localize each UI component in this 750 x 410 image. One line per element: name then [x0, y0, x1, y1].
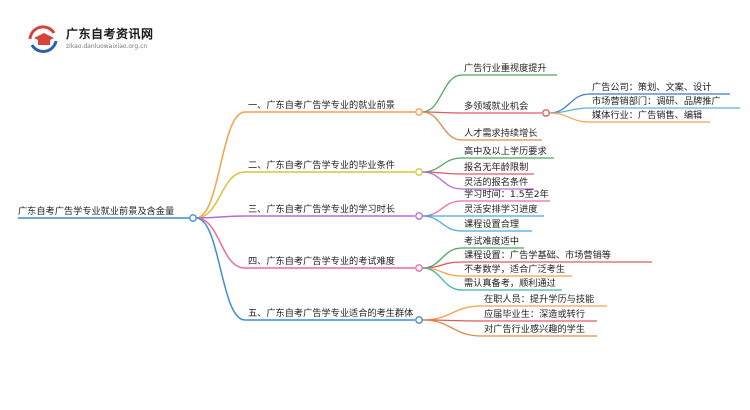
leaf-node-label[interactable]: 多领域就业机会 [464, 100, 528, 112]
leaf-edge [421, 200, 463, 217]
sub-node-label[interactable]: 媒体行业：广告销售、编辑 [592, 109, 702, 121]
branch-edge [195, 215, 246, 219]
leaf-node-label[interactable]: 对广告行业感兴趣的学生 [484, 323, 585, 335]
branch-edge [195, 217, 246, 269]
root-node-label[interactable]: 广东自考广告学专业就业前景及含金量 [18, 205, 174, 217]
branch-edge [195, 217, 246, 321]
leaf-node-label[interactable]: 应届毕业生：深造或转行 [484, 308, 585, 320]
branch-node-label[interactable]: 一、广东自考广告学专业的就业前景 [248, 99, 395, 111]
leaf-node-label[interactable]: 灵活安排学习进度 [464, 203, 538, 215]
site-name: 广东自考资讯网 [66, 27, 154, 41]
leaf-node-label[interactable]: 课程设置：广告学基础、市场营销等 [464, 249, 611, 261]
graduation-cap-icon [28, 25, 58, 53]
leaf-node-label[interactable]: 学习时间：1.5至2年 [464, 188, 549, 200]
leaf-edge [421, 111, 463, 141]
root-node-dot [189, 214, 197, 222]
leaf-node-label[interactable]: 灵活的报名条件 [464, 176, 528, 188]
branch-node-dot [415, 212, 423, 220]
branch-node-dot [415, 108, 423, 116]
mind-map-edges [18, 74, 740, 337]
leaf-edge [421, 215, 463, 232]
leaf-node-label[interactable]: 人才需求持续增长 [464, 127, 538, 139]
branch-node-dot [415, 316, 423, 324]
branch-node-label[interactable]: 五、广东自考广告学专业适合的考生群体 [248, 307, 413, 319]
mind-map-nodes: 广东自考广告学专业就业前景及含金量 一、广东自考广告学专业的就业前景 广告行业重视度… [18, 62, 721, 335]
branch-node-label[interactable]: 三、广东自考广告学专业的学习时长 [248, 203, 395, 215]
leaf-node-label[interactable]: 在职人员：提升学历与技能 [484, 293, 594, 305]
sub-edge [548, 107, 591, 114]
leaf-edge [421, 157, 463, 173]
sub-node-label[interactable]: 广告公司：策划、文案、设计 [592, 81, 711, 93]
leaf-edge [421, 261, 463, 269]
branch-node-dot [415, 168, 423, 176]
leaf-node-label[interactable]: 需认真备考，顺利通过 [464, 277, 556, 289]
sub-node-label[interactable]: 市场营销部门：调研、品牌推广 [592, 95, 721, 107]
leaf-node-dot [542, 109, 550, 117]
site-logo[interactable]: 广东自考资讯网 zikao.danluowaixiao.org.cn [22, 22, 182, 58]
sub-edge [548, 112, 591, 123]
leaf-node-label[interactable]: 课程设置合理 [464, 218, 519, 230]
leaf-edge [421, 171, 463, 190]
site-url: zikao.danluowaixiao.org.cn [66, 43, 148, 50]
leaf-edge [421, 305, 483, 321]
leaf-edge [421, 267, 463, 291]
leaf-node-label[interactable]: 广告行业重视度提升 [464, 62, 547, 74]
branch-node-label[interactable]: 四、广东自考广告学专业的考试难度 [248, 255, 395, 267]
leaf-node-label[interactable]: 不考数学，适合广泛考生 [464, 263, 565, 275]
leaf-node-label[interactable]: 考试难度适中 [464, 235, 519, 247]
leaf-node-label[interactable]: 高中及以上学历要求 [464, 145, 547, 157]
leaf-edge [421, 74, 463, 113]
branch-edge [195, 111, 246, 219]
branch-node-label[interactable]: 二、广东自考广告学专业的毕业条件 [248, 159, 395, 171]
branch-node-dot [415, 264, 423, 272]
branch-edge [195, 171, 246, 219]
leaf-node-label[interactable]: 报名无年龄限制 [464, 161, 528, 173]
leaf-edge [421, 319, 483, 337]
